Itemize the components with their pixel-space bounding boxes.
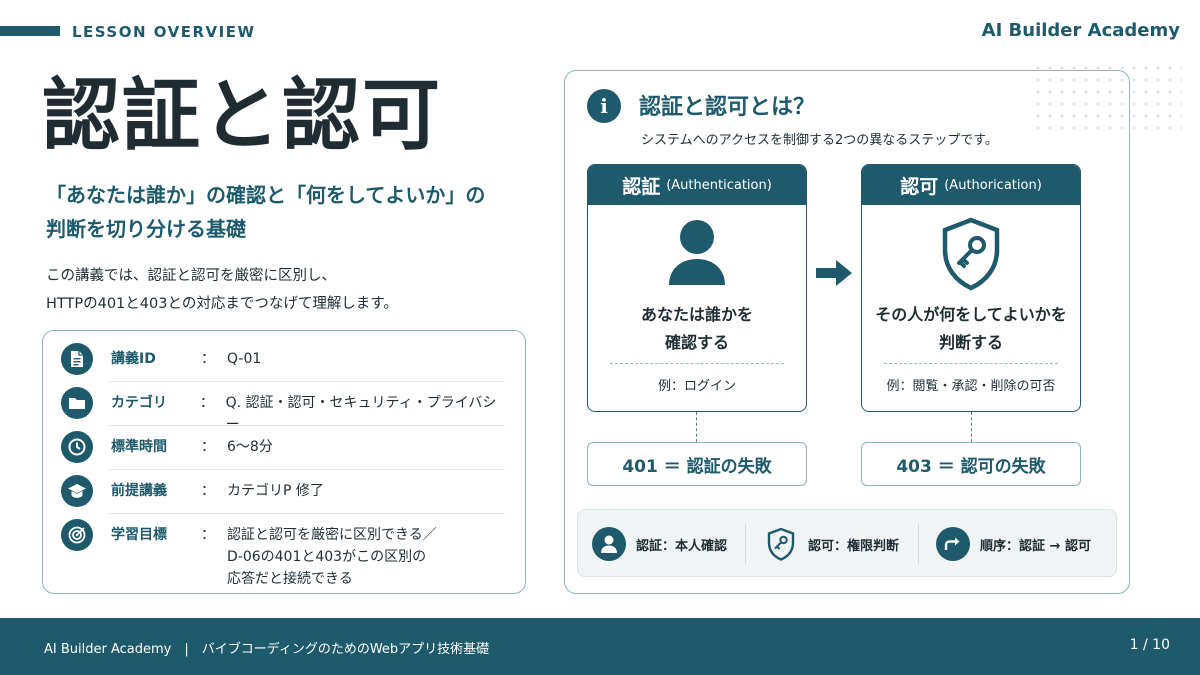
card-header: 認可 (Authorication) (862, 165, 1080, 205)
card-title-en: (Authorication) (944, 177, 1042, 193)
decorative-dot-grid (1032, 62, 1182, 132)
card-header: 認証 (Authentication) (588, 165, 806, 205)
info-value-multiline: 認証と認可を厳密に区別できる／ D-06の401と403がこの区別の 応答だと接… (227, 519, 437, 590)
footer-text: AI Builder Academy | バイブコーディングのためのWebアプリ… (44, 642, 490, 657)
card-example: 例：閲覧・承認・削除の可否 (886, 379, 1056, 394)
card-description: その人が何をしてよいかを 判断する (862, 301, 1080, 357)
card-description: あなたは誰かを 確認する (588, 301, 806, 357)
intro-text: この講義では、認証と認可を厳密に区別し、 HTTPの401と403との対応までつ… (46, 262, 546, 318)
shield-key-icon (764, 527, 798, 561)
info-icon: i (587, 89, 621, 123)
info-label: カテゴリ (111, 395, 167, 411)
intro-line: HTTPの401と403との対応までつなげて理解します。 (46, 296, 398, 312)
info-row-prerequisite: 前提講義 ： カテゴリP 修了 (61, 475, 507, 507)
section-label: LESSON OVERVIEW (72, 23, 256, 41)
status-401-box: 401 ＝ 認証の失敗 (587, 442, 807, 486)
card-description-line: その人が何をしてよいかを (875, 305, 1067, 324)
info-colon: ： (201, 527, 215, 543)
info-row-learning-goal: 学習目標 ： 認証と認可を厳密に区別できる／ D-06の401と403がこの区別… (61, 519, 507, 590)
brand-logo-text: AI Builder Academy (981, 20, 1180, 41)
dashed-divider (610, 363, 784, 364)
connector-line (696, 412, 697, 442)
summary-text: 認証：本人確認 (636, 538, 728, 554)
info-value: カテゴリP 修了 (227, 483, 324, 499)
subtitle: 「あなたは誰か」の確認と「何をしてよいか」の 判断を切り分ける基礎 (46, 178, 546, 246)
info-colon: ： (201, 351, 215, 367)
subtitle-line: 「あなたは誰か」の確認と「何をしてよいか」の (46, 183, 486, 207)
summary-text: 順序：認証 → 認可 (980, 538, 1091, 554)
arrow-right-icon (814, 258, 854, 292)
connector-line (971, 412, 972, 442)
info-colon: ： (201, 483, 215, 499)
summary-item: 順序：認証 → 認可 (936, 510, 1091, 578)
divider (109, 513, 505, 514)
info-row-duration: 標準時間 ： 6〜8分 (61, 431, 507, 463)
panel-title: 認証と認可とは？ (639, 95, 816, 120)
target-icon (61, 519, 93, 551)
panel-description: システムへのアクセスを制御する2つの異なるステップです。 (641, 133, 998, 148)
page-number: 1 / 10 (1129, 637, 1170, 653)
card-title: 認可 (900, 175, 939, 198)
summary-item: 認可：権限判断 (764, 510, 899, 578)
document-icon (61, 343, 93, 375)
info-label: 講義ID (111, 351, 156, 367)
arrow-circle-icon (936, 527, 970, 561)
summary-text: 認可：権限判断 (808, 538, 900, 554)
card-description-line: あなたは誰かを (640, 305, 753, 324)
divider (109, 381, 505, 382)
info-label: 前提講義 (111, 483, 167, 499)
summary-item: 認証：本人確認 (592, 510, 727, 578)
footer-bar: AI Builder Academy | バイブコーディングのためのWebアプリ… (0, 618, 1200, 675)
intro-line: この講義では、認証と認可を厳密に区別し、 (46, 268, 336, 284)
card-example: 例：ログイン (657, 379, 736, 394)
goal-line: 応答だと接続できる (227, 571, 353, 587)
info-row-lesson-id: 講義ID ： Q-01 (61, 343, 507, 375)
info-colon: ： (201, 439, 215, 455)
divider (109, 469, 505, 470)
shield-key-icon (939, 217, 1003, 295)
card-title: 認証 (622, 175, 661, 198)
status-403-box: 403 ＝ 認可の失敗 (861, 442, 1081, 486)
subtitle-line: 判断を切り分ける基礎 (46, 217, 246, 241)
card-title-en: (Authentication) (666, 177, 772, 193)
user-icon (592, 527, 626, 561)
user-icon (665, 217, 729, 291)
dashed-divider (884, 363, 1058, 364)
lesson-info-card: 講義ID ： Q-01 カテゴリ ： Q. 認証・認可・セキュリティ・プライバシ… (42, 330, 526, 594)
info-label: 標準時間 (111, 439, 167, 455)
info-value: 6〜8分 (227, 439, 273, 455)
divider (109, 425, 505, 426)
info-label: 学習目標 (111, 527, 167, 543)
authorization-card: 認可 (Authorication) その人が何をしてよいかを 判断する 例：閲… (861, 164, 1081, 412)
page-title: 認証と認可 (42, 71, 443, 161)
folder-icon (61, 387, 93, 419)
divider (918, 524, 919, 564)
graduation-cap-icon (61, 475, 93, 507)
info-value: Q-01 (227, 351, 262, 367)
clock-icon (61, 431, 93, 463)
info-value: Q. 認証・認可・セキュリティ・プライバシー (225, 395, 497, 433)
goal-line: D-06の401と403がこの区別の (227, 549, 427, 565)
header-accent-bar (0, 26, 60, 36)
summary-bar: 認証：本人確認 認可：権限判断 順序：認証 → 認可 (577, 509, 1117, 577)
info-colon: ： (199, 395, 214, 411)
info-row-category: カテゴリ ： Q. 認証・認可・セキュリティ・プライバシー (61, 387, 507, 436)
divider (745, 524, 746, 564)
card-description-line: 確認する (664, 333, 729, 352)
goal-line: 認証と認可を厳密に区別できる／ (227, 527, 437, 543)
concept-panel: i 認証と認可とは？ システムへのアクセスを制御する2つの異なるステップです。 … (564, 70, 1130, 594)
authentication-card: 認証 (Authentication) あなたは誰かを 確認する 例：ログイン (587, 164, 807, 412)
card-description-line: 判断する (938, 333, 1003, 352)
